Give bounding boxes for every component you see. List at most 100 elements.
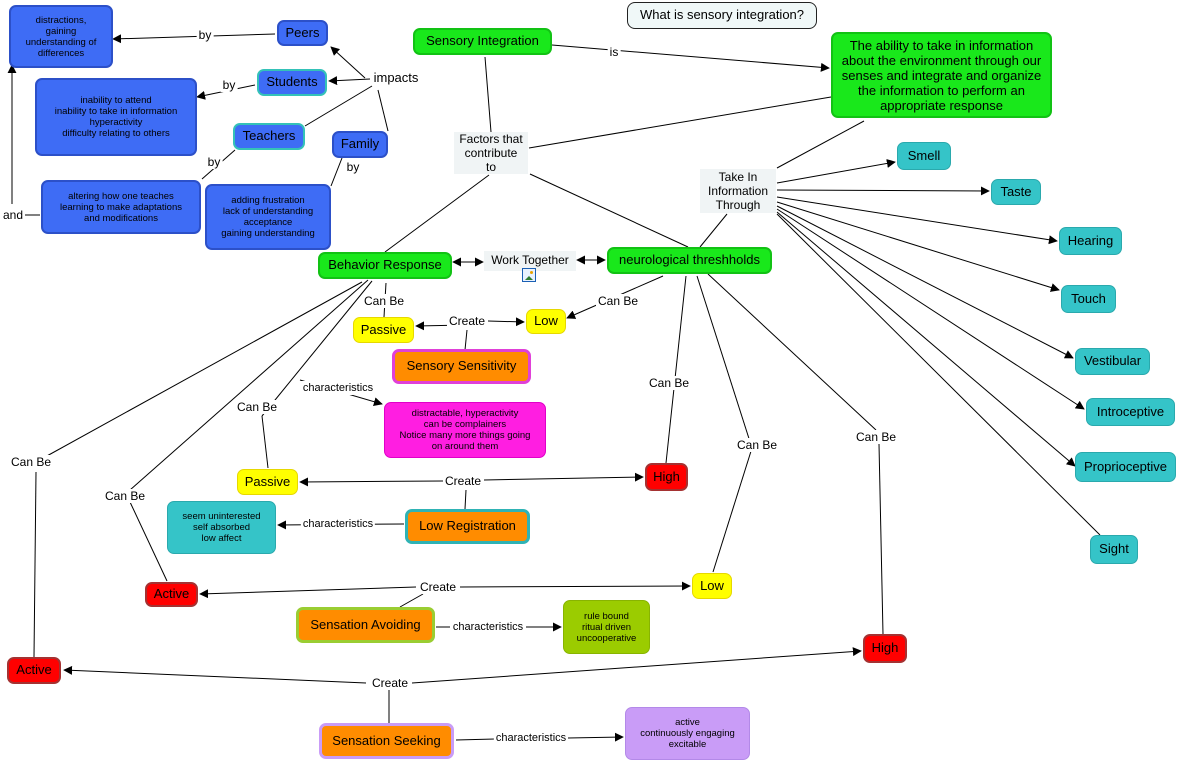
connector-line	[776, 201, 1060, 292]
connector-line	[567, 732, 624, 742]
link-canbe-low2[interactable]: Can Be	[734, 438, 780, 452]
link-by-students[interactable]: by	[220, 78, 238, 92]
node-behavior-response[interactable]: Behavior Response	[318, 252, 452, 279]
connector-line	[776, 120, 865, 169]
node-smell[interactable]: Smell	[897, 142, 951, 170]
node-students-desc[interactable]: inability to attend inability to take in…	[35, 78, 197, 156]
connector-line	[712, 447, 753, 573]
node-definition[interactable]: The ability to take in information about…	[831, 32, 1052, 118]
link-by-teachers[interactable]: by	[205, 155, 223, 169]
node-high-2[interactable]: High	[863, 634, 907, 663]
node-students[interactable]: Students	[257, 69, 327, 96]
node-low-2[interactable]: Low	[692, 573, 732, 599]
link-canbe-passive2[interactable]: Can Be	[234, 400, 280, 414]
node-active-1[interactable]: Active	[145, 582, 198, 607]
link-canbe-low1[interactable]: Can Be	[595, 294, 641, 308]
connector-line	[455, 738, 496, 741]
link-create-1[interactable]: Create	[446, 314, 488, 328]
connector-line	[484, 56, 492, 133]
node-passive-2[interactable]: Passive	[237, 469, 298, 495]
connector-line	[699, 213, 728, 248]
connector-line	[411, 647, 862, 684]
link-characteristics-4[interactable]: characteristics	[493, 731, 569, 745]
connector-line	[776, 186, 990, 196]
node-low-registration[interactable]: Low Registration	[405, 509, 530, 544]
node-proprioceptive[interactable]: Proprioceptive	[1075, 452, 1176, 482]
node-sight[interactable]: Sight	[1090, 535, 1138, 564]
node-peers[interactable]: Peers	[277, 20, 328, 46]
connector-line	[330, 157, 343, 187]
node-work-together[interactable]: Work Together	[484, 251, 576, 271]
node-peers-desc[interactable]: distractions, gaining understanding of d…	[9, 5, 113, 68]
node-teachers[interactable]: Teachers	[233, 123, 305, 150]
connector-line	[464, 329, 468, 351]
node-family[interactable]: Family	[332, 131, 388, 158]
node-avoiding-desc[interactable]: rule bound ritual driven uncooperative	[563, 600, 650, 654]
connector-line	[112, 33, 276, 44]
connector-line	[330, 46, 366, 79]
connector-line	[377, 89, 389, 132]
link-create-2[interactable]: Create	[442, 474, 484, 488]
node-registration-desc[interactable]: seem uninterested self absorbed low affe…	[167, 501, 276, 554]
link-create-4[interactable]: Create	[369, 676, 411, 690]
connector-line	[776, 208, 1085, 410]
node-sensation-avoiding[interactable]: Sensation Avoiding	[296, 607, 435, 643]
connector-line	[776, 211, 1076, 467]
connector-line	[487, 317, 525, 327]
connector-line	[776, 205, 1074, 359]
node-neurological-thresholds[interactable]: neurological threshholds	[607, 247, 772, 274]
connector-line	[464, 489, 467, 510]
connector-line	[299, 477, 444, 487]
node-touch[interactable]: Touch	[1061, 285, 1116, 313]
link-and[interactable]: and	[0, 208, 26, 222]
link-canbe-high1[interactable]: Can Be	[646, 376, 692, 390]
connector-line	[528, 96, 832, 149]
link-create-3[interactable]: Create	[417, 580, 459, 594]
node-active-2[interactable]: Active	[7, 657, 61, 684]
node-sensitivity-desc[interactable]: distractable, hyperactivity can be compl…	[384, 402, 546, 458]
node-vestibular[interactable]: Vestibular	[1075, 348, 1150, 375]
node-factors[interactable]: Factors that contribute to	[454, 132, 528, 174]
connector-line	[35, 281, 363, 463]
link-characteristics-1[interactable]: characteristics	[300, 381, 376, 395]
link-by-family[interactable]: by	[344, 160, 362, 174]
connector-line	[199, 586, 417, 599]
link-impacts[interactable]: impacts	[371, 70, 421, 85]
link-canbe-high2[interactable]: Can Be	[853, 430, 899, 444]
link-characteristics-2[interactable]: characteristics	[300, 517, 376, 531]
node-hearing[interactable]: Hearing	[1059, 227, 1122, 255]
connector-line	[776, 196, 1058, 245]
node-high-1[interactable]: High	[645, 463, 688, 491]
connector-line	[529, 173, 689, 248]
link-canbe-active1[interactable]: Can Be	[102, 489, 148, 503]
link-characteristics-3[interactable]: characteristics	[450, 620, 526, 634]
node-taste[interactable]: Taste	[991, 179, 1041, 205]
node-passive-1[interactable]: Passive	[353, 317, 414, 343]
connector-line	[665, 275, 687, 464]
node-take-in[interactable]: Take In Information Through	[700, 169, 776, 213]
connector-line	[707, 273, 877, 431]
link-by-peers[interactable]: by	[196, 28, 214, 42]
node-family-desc[interactable]: adding frustration lack of understanding…	[205, 184, 331, 250]
connector-line	[776, 158, 896, 184]
node-sensory-integration[interactable]: Sensory Integration	[413, 28, 552, 55]
node-introceptive[interactable]: Introceptive	[1086, 398, 1175, 426]
connector-line	[399, 593, 424, 608]
connector-line	[328, 76, 371, 86]
connector-line	[551, 44, 830, 72]
link-canbe-passive1[interactable]: Can Be	[361, 294, 407, 308]
connector-line	[384, 174, 490, 253]
node-low-1[interactable]: Low	[526, 309, 566, 334]
image-icon[interactable]	[522, 268, 536, 282]
node-sensory-sensitivity[interactable]: Sensory Sensitivity	[392, 349, 531, 384]
link-is[interactable]: is	[607, 45, 621, 59]
connector-line	[459, 581, 691, 591]
node-teachers-desc[interactable]: altering how one teaches learning to mak…	[41, 180, 201, 234]
node-sensation-seeking[interactable]: Sensation Seeking	[319, 723, 454, 759]
connector-line	[696, 275, 753, 449]
link-canbe-active2[interactable]: Can Be	[8, 455, 54, 469]
map-title[interactable]: What is sensory integration?	[627, 2, 817, 29]
node-seeking-desc[interactable]: active continuously engaging excitable	[625, 707, 750, 760]
connector-line	[261, 415, 269, 469]
